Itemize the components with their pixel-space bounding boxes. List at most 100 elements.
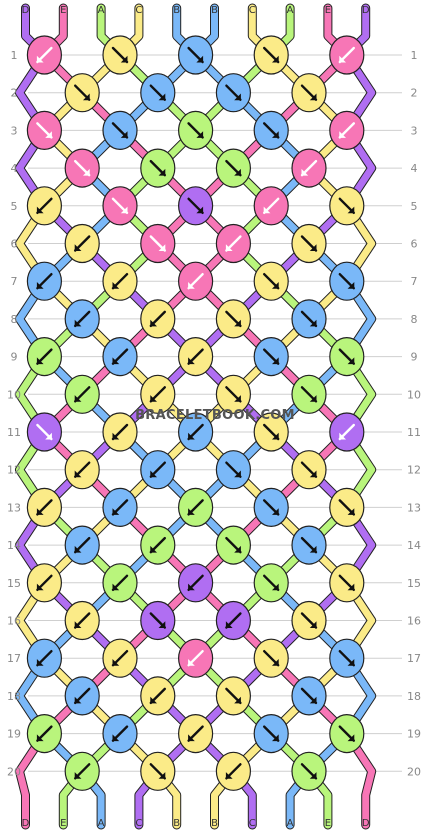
row-number-right: 16 [407,615,421,628]
knot-arrowhead-icon [36,55,44,63]
knot [140,676,176,716]
knot-arrowhead-icon [112,357,120,365]
knot-arrowhead-icon [196,206,204,214]
row-number-left: 7 [11,275,18,288]
knot [64,525,100,565]
top-string-label: C [249,5,256,16]
knot-arrowhead-icon [158,168,166,176]
row-number-right: 5 [411,200,418,213]
knot-arrowhead-icon [347,357,355,365]
knot [140,299,176,339]
knot [102,186,138,226]
row-number-left: 3 [11,124,18,137]
bottom-string-label: D [22,818,30,829]
knot [140,148,176,188]
knot [291,374,327,414]
knot [102,412,138,452]
knot-arrowhead-icon [74,319,82,327]
row-number-right: 11 [407,426,421,439]
knot-arrowhead-icon [36,508,44,515]
knot-arrowhead-icon [309,545,317,553]
knot-arrowhead-icon [158,621,166,628]
knot [291,299,327,339]
row-number-right: 20 [407,765,421,778]
knot-arrowhead-icon [339,55,347,63]
knot-arrowhead-icon [309,470,317,478]
knot [178,563,214,603]
knot [215,299,251,339]
knot [26,638,63,678]
knot-arrowhead-icon [82,168,90,176]
knot [329,487,365,527]
knot [26,713,63,754]
knot-arrowhead-icon [188,658,195,666]
knot [253,487,289,527]
knot-arrowhead-icon [271,432,279,440]
row-number-left: 18 [7,690,21,703]
bottom-string-label: C [135,818,142,829]
row-number-left: 16 [7,615,21,628]
knot [102,487,138,527]
knot-arrowhead-icon [347,508,355,515]
knot [253,110,289,150]
knot [26,487,63,527]
knot [291,73,327,113]
bottom-string-label: E [325,818,331,829]
knot-arrowhead-icon [36,658,44,666]
top-string-label: A [287,5,294,16]
knot [64,73,100,113]
knot-arrowhead-icon [271,357,279,365]
knot-arrowhead-icon [347,658,355,666]
knot [253,638,289,678]
knot [140,374,176,414]
knot-arrowhead-icon [271,508,279,515]
knot [26,110,63,150]
knot [64,148,100,188]
row-number-left: 13 [7,501,21,514]
knot-arrowhead-icon [188,583,195,591]
knot [64,676,100,716]
knot [291,600,327,641]
knot [329,35,365,75]
knot-arrowhead-icon [347,734,355,742]
row-number-left: 10 [7,388,21,401]
knot [140,751,176,791]
knot-arrowhead-icon [309,93,317,101]
knot-arrowhead-icon [234,545,241,553]
knot [140,525,176,565]
knot [102,261,138,301]
knot-arrowhead-icon [82,93,90,101]
knot-arrowhead-icon [120,55,128,63]
knot-arrowhead-icon [309,319,317,327]
bottom-string-label: E [60,818,66,829]
row-number-right: 8 [411,313,418,326]
knot-arrowhead-icon [150,696,158,704]
row-number-right: 10 [407,388,421,401]
row-number-left: 19 [7,728,21,741]
knot-arrowhead-icon [36,281,44,289]
row-number-right: 18 [407,690,421,703]
knot [329,563,365,603]
knot-arrowhead-icon [234,168,241,176]
knot [178,261,214,301]
knot [253,35,289,75]
row-number-right: 12 [407,464,421,477]
knot [291,676,327,716]
knot [329,638,365,678]
knot-arrowhead-icon [188,357,195,365]
knot-arrowhead-icon [309,696,317,704]
bottom-string-label: B [173,818,180,829]
knot-arrowhead-icon [36,734,44,742]
knot [329,337,365,377]
knot [26,261,63,301]
knot [291,223,327,264]
knot [329,110,365,150]
knot-arrowhead-icon [225,244,233,251]
knot [140,223,176,264]
knots-layer [26,35,365,791]
knot-arrowhead-icon [301,168,309,176]
knot-arrowhead-icon [347,206,355,214]
knot [102,35,138,75]
row-number-left: 17 [7,652,21,665]
